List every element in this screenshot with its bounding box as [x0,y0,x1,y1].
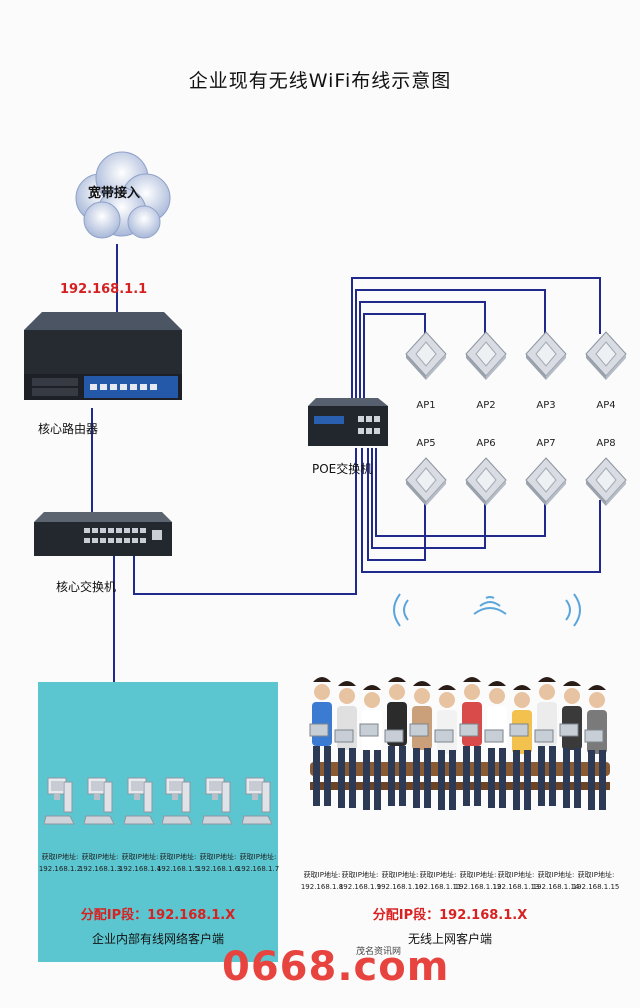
access-point-label: AP6 [476,438,496,449]
desktop-pc-icon [162,777,193,825]
access-point-icon [465,331,507,380]
client-ip-caption: 获取IP地址: [121,853,159,861]
client-ip-address: 192.168.1.8 [300,883,344,891]
client-ip-address: 192.168.1.15 [572,883,620,891]
client-ip-caption: 获取IP地址: [41,853,79,861]
client-ip-caption: 获取IP地址: [577,871,615,879]
wireless-users-illustration [309,677,610,810]
client-ip-caption: 获取IP地址: [303,871,341,879]
core-router-icon [24,312,182,400]
client-ip-address: 192.168.1.9 [338,883,382,891]
access-point-icon [465,457,507,506]
desktop-pc-icon [124,777,155,825]
router-ip: 192.168.1.1 [60,282,148,297]
client-ip-address: 192.168.1.4 [118,865,162,873]
access-point-label: AP4 [596,400,616,411]
access-point-label: AP1 [416,400,436,411]
client-ip-caption: 获取IP地址: [497,871,535,879]
logo-site-name: 茂名资讯网 [356,947,402,957]
access-point-label: AP2 [476,400,496,411]
poe-switch-icon [308,398,388,446]
poe-switch-label: POE交换机 [312,462,373,476]
diagram-title: 企业现有无线WiFi布线示意图 [188,70,452,92]
user-figure [559,681,582,808]
user-figure [334,681,357,808]
client-ip-caption: 获取IP地址: [459,871,497,879]
wireless-client-label: 无线上网客户端 [407,932,492,946]
client-ip-address: 192.168.1.10 [376,883,424,891]
broadband-access-label: 宽带接入 [88,186,141,201]
user-figure [509,685,532,810]
client-ip-address: 192.168.1.6 [196,865,240,873]
client-ip-address: 192.168.1.11 [414,883,462,891]
user-figure [434,685,457,810]
access-point-icon [525,331,567,380]
user-figure [384,677,407,806]
client-ip-caption: 获取IP地址: [239,853,277,861]
desktop-pc-icon [202,777,233,825]
client-ip-caption: 获取IP地址: [537,871,575,879]
user-figure [534,677,557,806]
access-point-label: AP5 [416,438,436,449]
client-ip-address: 192.168.1.5 [156,865,200,873]
wired-ip-segment: 分配IP段：192.168.1.X [80,908,236,923]
wired-client-label: 企业内部有线网络客户端 [91,932,224,946]
logo-number: 0668.com [222,944,450,990]
client-ip-address: 192.168.1.13 [492,883,540,891]
access-point-icon [585,331,627,380]
client-ip-address: 192.168.1.7 [236,865,280,873]
user-figure [484,681,507,808]
access-point-label: AP8 [596,438,616,449]
client-ip-address: 192.168.1.3 [78,865,122,873]
access-point-icon [405,457,447,506]
client-ip-address: 192.168.1.2 [38,865,82,873]
user-figure [409,681,432,808]
access-point-icon [585,457,627,506]
user-figure [459,677,482,806]
client-ip-caption: 获取IP地址: [81,853,119,861]
access-point-icon [405,331,447,380]
access-point-label: AP3 [536,400,556,411]
core-switch-icon [34,512,172,556]
access-point-label: AP7 [536,438,556,449]
client-ip-caption: 获取IP地址: [159,853,197,861]
access-point-icon [525,457,567,506]
core-router-label: 核心路由器 [38,422,99,436]
client-ip-caption: 获取IP地址: [419,871,457,879]
desktop-pc-icon [242,777,273,825]
cloud-icon [75,151,171,239]
wifi-signal-icon [393,593,581,627]
core-switch-label: 核心交换机 [56,580,117,594]
user-figure [309,677,332,806]
client-ip-caption: 获取IP地址: [341,871,379,879]
wireless-ip-segment: 分配IP段：192.168.1.X [372,908,528,923]
user-figure [584,685,607,810]
site-logo: 0668.com [222,944,449,990]
desktop-pc-icon [84,777,115,825]
client-ip-caption: 获取IP地址: [381,871,419,879]
desktop-pc-icon [44,777,75,825]
client-ip-caption: 获取IP地址: [199,853,237,861]
wired-client-panel [38,682,278,962]
client-ip-address: 192.168.1.14 [532,883,580,891]
client-ip-address: 192.168.1.12 [454,883,502,891]
user-figure [359,685,382,810]
